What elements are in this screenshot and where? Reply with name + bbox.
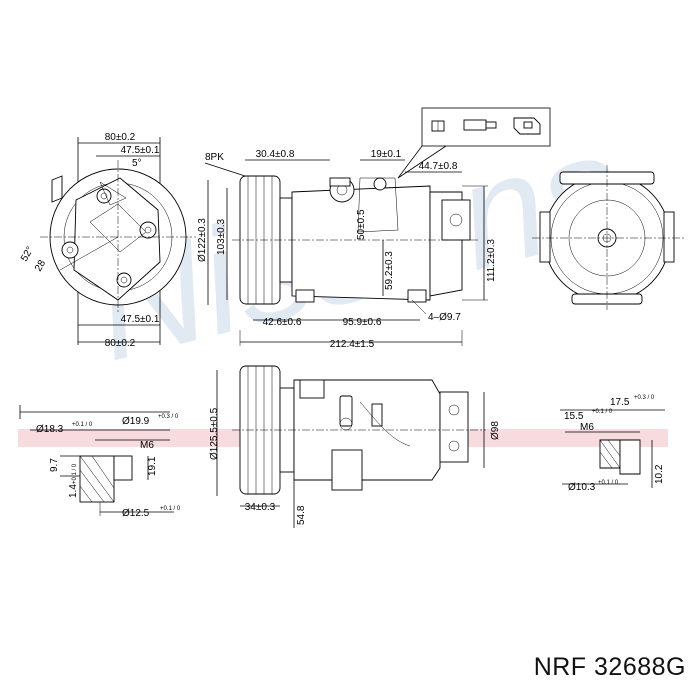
dim-pulley-diameter: Ø122±0.3 (197, 218, 208, 262)
dim-length-a: 42.6±0.6 (263, 317, 302, 328)
dim-hole-dia-a-tol: +0.1 / 0 (72, 422, 93, 428)
dim-hole-dia-c: Ø12.5 (122, 508, 150, 519)
part-title: NRF 32688G (534, 653, 686, 682)
dim-front-top-width: 80±0.2 (105, 132, 136, 143)
dim-height-10-2: 10.2 (654, 464, 665, 484)
dim-height-a: 103±0.3 (216, 218, 227, 255)
dim-right-a-tol: +0.1 / 0 (592, 409, 613, 415)
dim-pulley-dia-125: Ø125.5±0.5 (209, 407, 220, 460)
dim-height-c: 59.2±0.3 (384, 251, 395, 290)
dim-height-9-7: 9.7 (49, 458, 60, 472)
dim-pulley-type: 8PK (205, 152, 224, 163)
lower-side-view: Ø125.5±0.5 Ø98 34±0.3 54.8 (209, 365, 501, 528)
dim-front-label-a: 28 (33, 258, 48, 274)
dim-hole-dia-c-tol: +0.1 / 0 (160, 506, 181, 512)
dim-right-a: 15.5 (564, 411, 584, 422)
dim-front-bottom-inner: 47.5±0.1 (121, 314, 160, 325)
dim-thread-right: M6 (580, 422, 594, 433)
right-fitting-detail: 15.5 +0.1 / 0 17.5 +0.3 / 0 M6 Ø10.3 +0.… (560, 395, 665, 493)
dim-mount-holes: 4–Ø9.7 (428, 312, 461, 323)
dim-offset-b: 19±0.1 (371, 149, 402, 160)
dim-total-length: 212.4±1.5 (330, 339, 375, 350)
dim-hole-dia-a: Ø18.3 (36, 424, 64, 435)
dim-hole-dia-b-tol: +0.3 / 0 (158, 414, 179, 420)
dim-height-1-4: 1.4 (68, 484, 79, 498)
dim-length-b: 95.9±0.6 (343, 317, 382, 328)
dim-height-19-1: 19.1 (147, 456, 158, 476)
dim-front-top-inner: 47.5±0.1 (121, 145, 160, 156)
dim-height-d: 111.2±0.3 (486, 239, 497, 282)
dim-height-1-4-tol: +0.1 / 0 (72, 463, 78, 484)
dim-height-b: 50±0.5 (356, 209, 367, 240)
dim-side-34: 34±0.3 (245, 502, 276, 513)
dim-side-54-8: 54.8 (296, 505, 307, 525)
dim-offset-c: 44.7±0.8 (419, 161, 458, 172)
brand-name: NRF (533, 653, 587, 681)
dim-hole-dia-d-tol: +0.1 / 0 (598, 480, 619, 486)
dim-thread-left: M6 (140, 440, 154, 451)
rear-view (532, 165, 684, 310)
dim-front-angle: 5° (132, 158, 142, 169)
dim-front-label-b: 52° (19, 245, 36, 264)
dim-offset-a: 30.4±0.8 (256, 149, 295, 160)
dim-body-dia-98: Ø98 (490, 421, 501, 440)
left-fitting-detail: Ø18.3 +0.1 / 0 Ø19.9 +0.3 / 0 M6 9.7 1.4… (19, 405, 181, 519)
dim-hole-dia-d: Ø10.3 (568, 482, 596, 493)
front-view: 80±0.2 47.5±0.1 5° 28 52° 47.5±0.1 80±0.… (19, 132, 196, 349)
dim-right-b: 17.5 (610, 397, 630, 408)
dim-front-bottom-width: 80±0.2 (105, 338, 136, 349)
dim-hole-dia-b: Ø19.9 (122, 416, 150, 427)
dim-right-b-tol: +0.3 / 0 (634, 395, 655, 401)
connector-detail (421, 107, 551, 147)
part-number: 32688G (594, 653, 686, 681)
side-view: 8PK 30.4±0.8 19±0.1 44.7±0.8 Ø122±0.3 10… (197, 107, 551, 350)
